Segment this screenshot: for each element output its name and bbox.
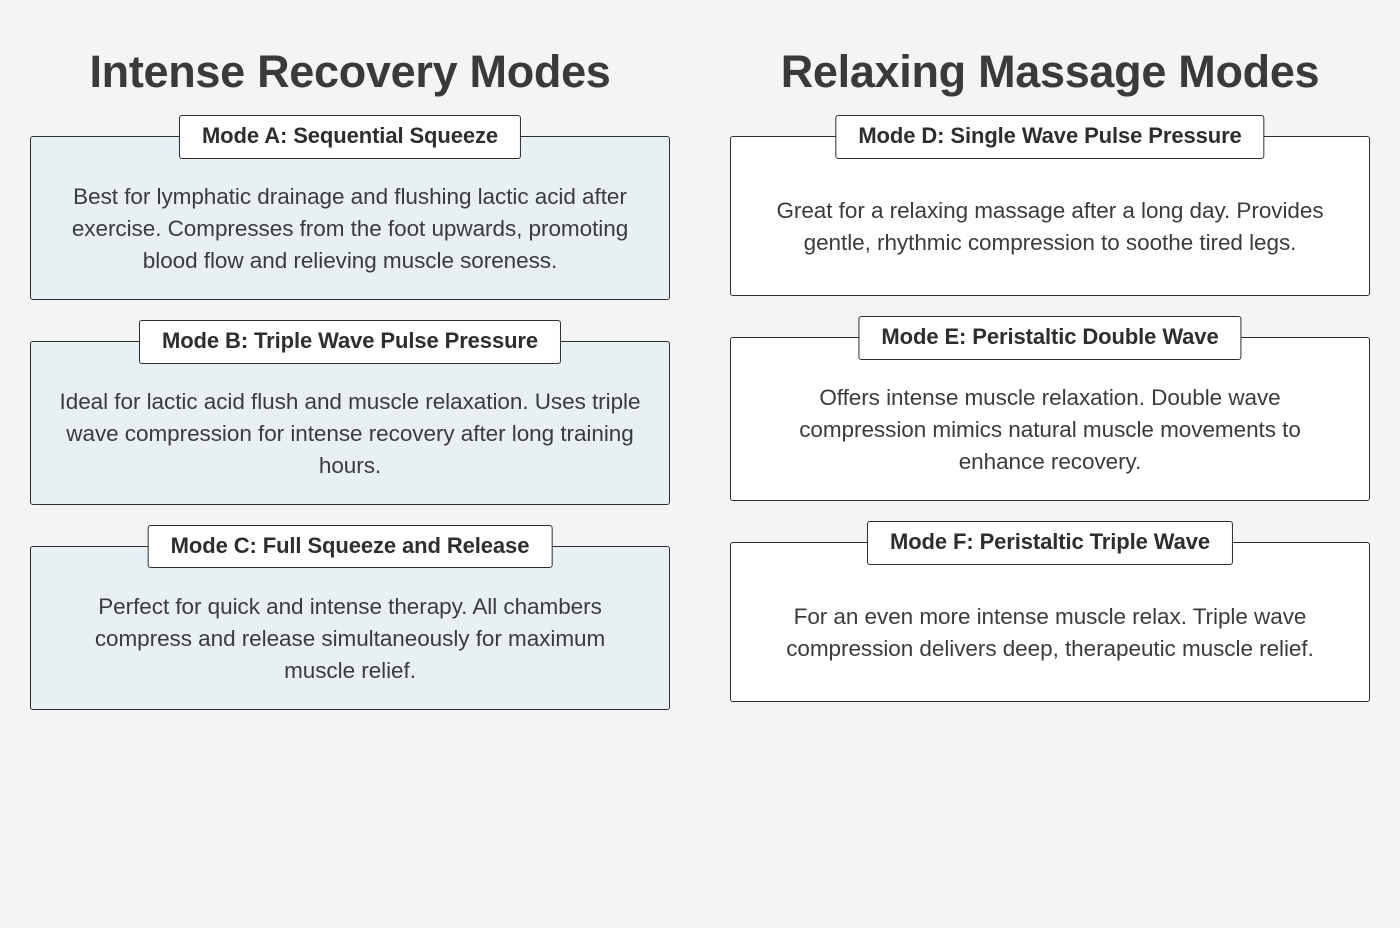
mode-card-e-body: Offers intense muscle relaxation. Double… bbox=[799, 385, 1301, 474]
column-relaxing-massage: Relaxing Massage Modes Mode D: Single Wa… bbox=[700, 0, 1400, 928]
mode-card-b-body: Ideal for lactic acid flush and muscle r… bbox=[59, 388, 641, 478]
column-intense-recovery: Intense Recovery Modes Mode A: Sequentia… bbox=[0, 46, 700, 750]
column-heading-intense-recovery: Intense Recovery Modes bbox=[89, 46, 611, 97]
mode-card-d-body: Great for a relaxing massage after a lon… bbox=[776, 198, 1324, 256]
mode-card-b[interactable]: Mode B: Triple Wave Pulse Pressure Ideal… bbox=[30, 319, 670, 505]
mode-card-f[interactable]: Mode F: Peristaltic Triple Wave For an e… bbox=[730, 520, 1370, 702]
mode-card-b-title: Mode B: Triple Wave Pulse Pressure bbox=[138, 319, 562, 364]
mode-card-f-body: For an even more intense muscle relax. T… bbox=[786, 603, 1314, 661]
mode-card-d-title: Mode D: Single Wave Pulse Pressure bbox=[835, 115, 1265, 159]
mode-card-a[interactable]: Mode A: Sequential Squeeze Best for lymp… bbox=[30, 115, 670, 300]
mode-card-a-title: Mode A: Sequential Squeeze bbox=[178, 115, 522, 159]
mode-card-f-title: Mode F: Peristaltic Triple Wave bbox=[866, 520, 1234, 565]
mode-card-a-body: Best for lymphatic drainage and flushing… bbox=[71, 184, 629, 273]
column-heading-relaxing-massage: Relaxing Massage Modes bbox=[780, 46, 1320, 97]
mode-card-e[interactable]: Mode E: Peristaltic Double Wave Offers i… bbox=[730, 316, 1370, 501]
mode-card-c-title: Mode C: Full Squeeze and Release bbox=[147, 524, 553, 569]
mode-card-d[interactable]: Mode D: Single Wave Pulse Pressure Great… bbox=[730, 115, 1370, 297]
mode-card-e-title: Mode E: Peristaltic Double Wave bbox=[858, 316, 1242, 360]
mode-card-c-body: Perfect for quick and intense therapy. A… bbox=[94, 593, 606, 683]
card-list-relaxing-massage: Mode D: Single Wave Pulse Pressure Great… bbox=[700, 115, 1400, 743]
mode-card-c[interactable]: Mode C: Full Squeeze and Release Perfect… bbox=[30, 524, 670, 710]
card-list-intense-recovery: Mode A: Sequential Squeeze Best for lymp… bbox=[0, 115, 700, 750]
